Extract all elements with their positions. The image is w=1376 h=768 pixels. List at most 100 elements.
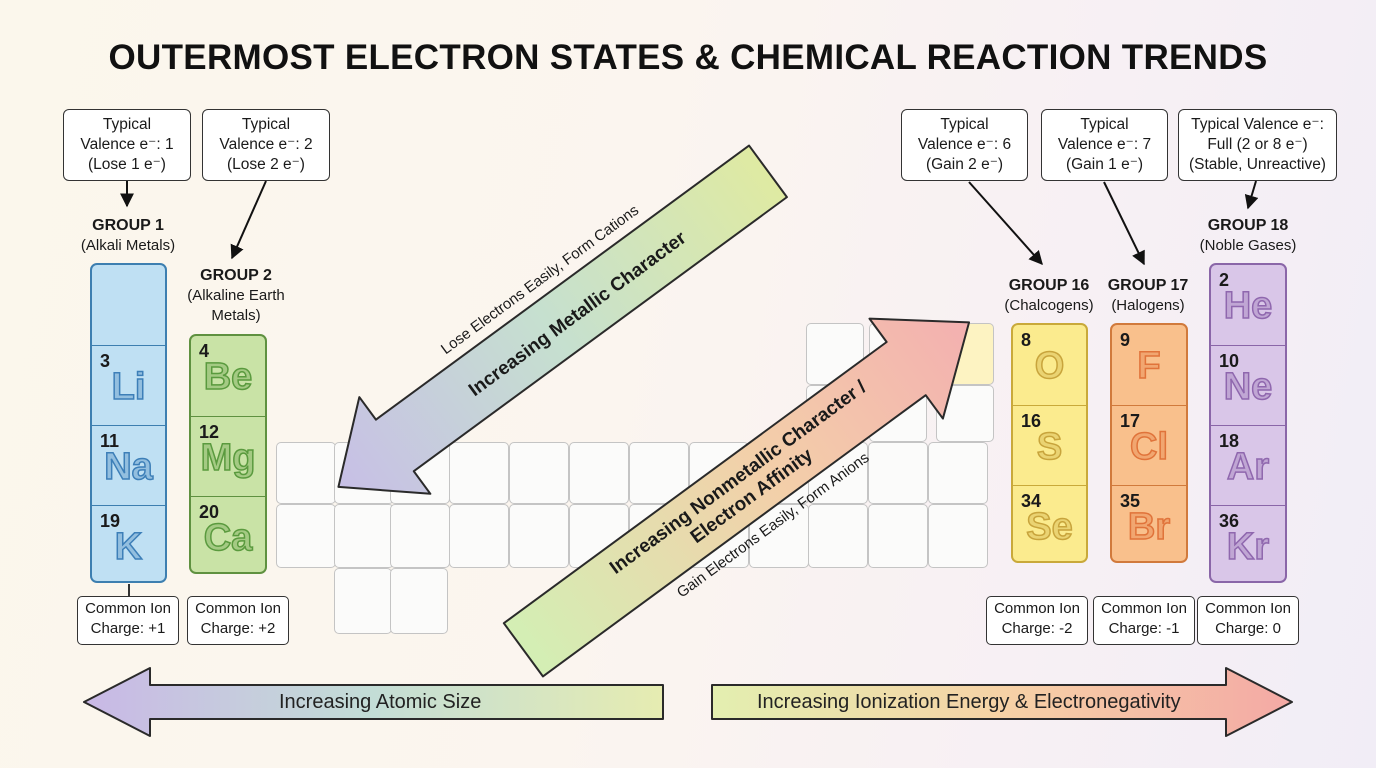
grid-cell [276, 442, 336, 504]
grid-cell [928, 504, 988, 568]
element-symbol: S [1036, 425, 1063, 469]
element-symbol: Cl [1129, 425, 1169, 469]
valence-box-line: (Lose 2 e⁻) [227, 156, 305, 173]
group-name: GROUP 16 [1008, 277, 1090, 294]
element-symbol: Kr [1226, 525, 1270, 569]
ion-charge-line: Charge: +1 [90, 620, 166, 637]
connector-arrow-g16 [968, 181, 1043, 266]
atomic-size-label: Increasing Atomic Size [279, 691, 482, 713]
grid-cell [868, 504, 928, 568]
atomic-number: 11 [100, 431, 120, 451]
group-name: GROUP 2 [200, 267, 272, 284]
atomic-number: 12 [199, 422, 220, 442]
ion-charge-line: Common Ion [1101, 600, 1187, 617]
group-family: (Chalcogens) [1004, 297, 1094, 314]
valence-box-line: Full (2 or 8 e⁻) [1207, 136, 1308, 153]
element-symbol: Li [111, 365, 146, 409]
page-title: OUTERMOST ELECTRON STATES & CHEMICAL REA… [108, 38, 1268, 77]
group-name: GROUP 17 [1107, 277, 1189, 294]
ion-charge-line: Charge: -1 [1108, 620, 1180, 637]
valence-box-line: Typical [940, 116, 989, 133]
ion-charge-line: Common Ion [85, 600, 171, 617]
group-family: (Alkali Metals) [80, 237, 176, 254]
atomic-size-arrow [83, 667, 664, 737]
valence-box-line: Valence e⁻: 2 [219, 136, 313, 153]
atomic-number: 9 [1120, 330, 1131, 350]
group-header-g18: GROUP 18(Noble Gases) [1158, 216, 1338, 256]
ionization-energy-label: Increasing Ionization Energy & Electrone… [757, 691, 1181, 713]
grid-cell [868, 442, 928, 504]
group-family: (Alkaline Earth [187, 287, 285, 304]
ion-connector-g1 [128, 584, 130, 596]
valence-box-line: Typical [241, 116, 291, 133]
grid-cell [509, 504, 569, 568]
group-family: (Halogens) [1111, 297, 1185, 314]
atomic-number: 10 [1219, 351, 1240, 371]
atomic-number: 20 [199, 502, 220, 522]
valence-box-line: (Stable, Unreactive) [1189, 156, 1326, 173]
grid-cell [334, 568, 392, 634]
atomic-number: 35 [1120, 491, 1141, 511]
group-header-g1: GROUP 1 (Alkali Metals) [38, 216, 218, 256]
valence-box-line: Valence e⁻: 6 [917, 136, 1012, 153]
atomic-number: 17 [1120, 411, 1141, 431]
group-family-cont: Metals) [211, 307, 261, 324]
element-symbol: O [1034, 344, 1065, 388]
atomic-number: 36 [1219, 511, 1240, 531]
atomic-number: 2 [1219, 270, 1230, 290]
ion-charge-line: Common Ion [1205, 600, 1291, 617]
connector-arrow-g2 [230, 180, 267, 260]
valence-box-line: (Gain 2 e⁻) [925, 156, 1004, 173]
grid-cell [276, 504, 336, 568]
atomic-number: 3 [100, 351, 111, 371]
valence-box-line: (Lose 1 e⁻) [88, 156, 166, 173]
atomic-number: 8 [1021, 330, 1032, 350]
grid-cell [808, 504, 868, 568]
valence-box-line: (Gain 1 e⁻) [1065, 156, 1144, 173]
group-name: GROUP 1 [92, 217, 164, 234]
element-symbol: Se [1026, 505, 1074, 549]
atomic-number: 34 [1021, 491, 1042, 511]
group-header-g16: GROUP 16 (Chalcogens) [959, 276, 1139, 316]
grid-cell [928, 442, 988, 504]
element-symbol: F [1137, 344, 1162, 388]
group-family: (Noble Gases) [1199, 237, 1297, 254]
valence-connectors [120, 180, 1259, 266]
ion-charge-line: Charge: -2 [1001, 620, 1073, 637]
ion-charge-line: Common Ion [994, 600, 1080, 617]
atomic-number: 19 [100, 511, 121, 531]
valence-box-line: Typical [1080, 116, 1129, 133]
ion-charge-line: Common Ion [195, 600, 281, 617]
valence-box-line: Valence e⁻: 1 [80, 136, 174, 153]
grid-cell [509, 442, 569, 504]
element-symbol: Na [103, 445, 153, 489]
group-header-g17: GROUP 17 (Halogens) [1058, 276, 1238, 316]
element-symbol: K [114, 525, 143, 569]
grid-cell [390, 504, 450, 568]
element-symbol: Mg [200, 436, 256, 480]
ionization-energy-arrow [711, 667, 1293, 737]
